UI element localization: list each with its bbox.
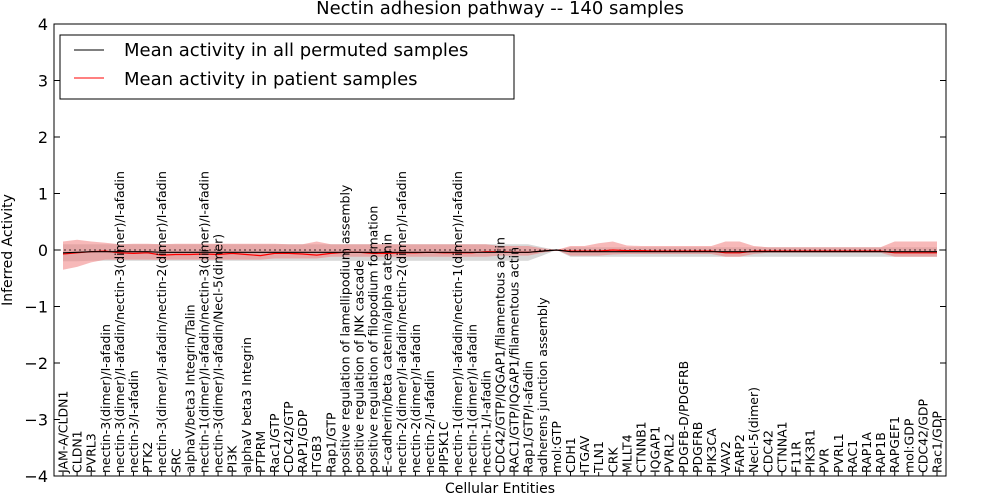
x-tick-label: CDC42 <box>760 430 775 473</box>
x-tick-label: E-cadherin/beta catenin/alpha catenin <box>380 234 395 473</box>
x-axis-label: Cellular Entities <box>445 481 555 497</box>
x-tick-label: MLLT4 <box>619 434 634 473</box>
x-tick-label: nectin-1(dimer)/I-afadin <box>464 324 479 473</box>
x-tick-label: positive regulation of filopodium format… <box>366 206 381 473</box>
x-tick-label: PTPRM <box>253 431 268 473</box>
x-tick-label: RAC1/GTP/IQGAP1/filamentous actin <box>507 247 522 473</box>
x-tick-label: Rac1/GTP <box>267 413 282 473</box>
x-tick-label: mol:GDP <box>901 418 916 473</box>
x-tick-label: CDH1 <box>563 437 578 473</box>
x-tick-label: CRK <box>605 447 620 473</box>
x-tick-label: RAP1/GDP <box>295 409 310 473</box>
x-tick-label: PTK2 <box>140 442 155 473</box>
x-tick-label: SRC <box>168 448 183 473</box>
y-tick-label: −3 <box>24 411 48 430</box>
x-tick-label: IQGAP1 <box>648 426 663 473</box>
x-tick-label: PVRL2 <box>662 433 677 473</box>
x-tick-label: RAC1 <box>845 440 860 473</box>
legend-label-permuted: Mean activity in all permuted samples <box>124 40 468 61</box>
y-tick-label: −1 <box>24 298 48 317</box>
y-tick-label: 1 <box>38 185 48 204</box>
x-tick-label: nectin-2(dimer)/I-afadin <box>408 324 423 473</box>
x-tick-label: nectin-1(dimer)/I-afadin/nectin-3(dimer)… <box>197 171 212 473</box>
x-tick-label: PVRL3 <box>84 433 99 473</box>
x-tick-label: Rap1/GTP <box>323 412 338 473</box>
x-tick-label: nectin-3(dimer)/I-afadin/nectin-3(dimer)… <box>112 171 127 473</box>
x-tick-label: PVR <box>817 448 832 473</box>
x-tick-label: TLN1 <box>591 441 606 474</box>
x-tick-label: positive regulation of JNK cascade <box>352 260 367 473</box>
x-tick-label: PDGFB-D/PDGFRB <box>676 361 691 473</box>
x-tick-label: F11R <box>789 441 804 473</box>
x-tick-label: mol:GTP <box>549 421 564 473</box>
x-tick-label: nectin-2(dimer)/I-afadin/nectin-2(dimer)… <box>394 171 409 473</box>
x-tick-label: positive regulation of lamellipodium ass… <box>337 184 352 473</box>
y-tick-label: −4 <box>24 467 48 486</box>
x-tick-label: PDGFRB <box>690 422 705 473</box>
x-tick-label: RAP1B <box>873 432 888 473</box>
legend-box <box>59 34 515 100</box>
x-tick-label: adherens junction assembly <box>535 297 550 473</box>
x-tick-label: ITGB3 <box>309 435 324 473</box>
y-tick-label: 0 <box>38 241 48 260</box>
x-tick-label: JAM-A/CLDN1 <box>56 391 71 474</box>
x-tick-label: PI3K <box>225 445 240 473</box>
x-tick-label: nectin-2/I-afadin <box>422 370 437 473</box>
x-tick-label: nectin-1(dimer)/I-afadin/nectin-1(dimer)… <box>450 171 465 473</box>
x-tick-label: Rap1/GTP/I-afadin <box>521 361 536 473</box>
legend: Mean activity in all permuted samples Me… <box>59 34 515 100</box>
y-tick-label: −2 <box>24 354 48 373</box>
x-tick-label: nectin-3(dimer)/I-afadin <box>98 324 113 473</box>
x-tick-label: Necl-5(dimer) <box>746 387 761 473</box>
x-tick-label: RAP1A <box>859 432 874 473</box>
band-patient <box>63 239 937 270</box>
x-tick-label: CDC42/GTP <box>281 401 296 473</box>
x-tick-label: ITGAV <box>577 435 592 473</box>
x-tick-label: CTNNB1 <box>634 421 649 473</box>
x-tick-label: RAPGEF1 <box>887 416 902 473</box>
chart-title: Nectin adhesion pathway -- 140 samples <box>316 0 684 19</box>
y-axis-label: Inferred Activity <box>0 194 16 306</box>
x-tick-label: alphaV beta3 Integrin <box>239 337 254 473</box>
x-tick-label: PIK3R1 <box>803 429 818 473</box>
x-tick-label: nectin-3(dimer)/I-afadin/Necl-5(dimer) <box>211 234 226 473</box>
x-tick-label: CTNNA1 <box>774 421 789 473</box>
x-tick-label: CDC42/GDP <box>915 398 930 473</box>
x-tick-label: PVRL1 <box>831 433 846 473</box>
y-tick-label: 2 <box>38 128 48 147</box>
x-tick-label: VAV2 <box>718 441 733 473</box>
x-tick-label: CDC42/GTP/IQGAP1/filamentous actin <box>493 237 508 473</box>
y-tick-label: 3 <box>38 72 48 91</box>
x-tick-label: nectin-1/I-afadin <box>478 370 493 473</box>
x-tick-label: PIK3CA <box>704 428 719 473</box>
x-tick-label: nectin-3(dimer)/I-afadin/nectin-2(dimer)… <box>154 171 169 473</box>
x-tick-label: nectin-3/I-afadin <box>126 370 141 473</box>
y-tick-label: 4 <box>38 15 48 34</box>
series-line-permuted <box>62 249 937 254</box>
legend-label-patient: Mean activity in patient samples <box>124 69 418 90</box>
x-tick-label: CLDN1 <box>70 430 85 473</box>
x-tick-label: PIP5K1C <box>436 421 451 473</box>
x-tick-label: Rac1/GDP <box>930 411 945 473</box>
x-tick-label: alphaV/beta3 Integrin/Talin <box>182 305 197 474</box>
x-tick-label: FARP2 <box>732 434 747 473</box>
